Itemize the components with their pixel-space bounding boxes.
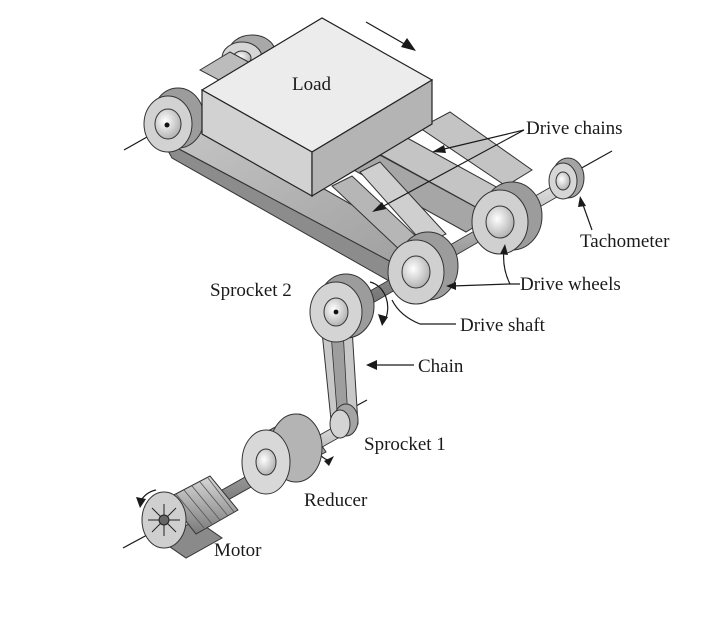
reducer [241,413,327,495]
drive-chain-straps [331,111,533,253]
tachometer [548,157,585,200]
drive-wheels-label: Drive wheels [520,274,621,295]
motor [136,475,239,559]
sprocket-1 [315,403,359,466]
load-label: Load [292,74,332,95]
motor-label: Motor [214,540,262,561]
sprocket-2 [309,273,389,343]
drive-shaft-label: Drive shaft [460,315,546,336]
reducer-label: Reducer [304,490,368,511]
chain-label: Chain [418,356,464,377]
sprocket-1-label: Sprocket 1 [364,434,446,455]
front-drive-wheel [387,231,459,305]
tachometer-label: Tachometer [580,231,670,252]
drive-chains-label: Drive chains [526,118,623,139]
load-box [200,17,434,198]
front-idler-wheel [143,87,205,153]
direction-arrow [365,21,416,51]
fan-icon [148,504,180,536]
rear-drive-wheel [471,181,543,255]
leader-lines [366,129,593,370]
sprocket-2-label: Sprocket 2 [210,280,292,301]
